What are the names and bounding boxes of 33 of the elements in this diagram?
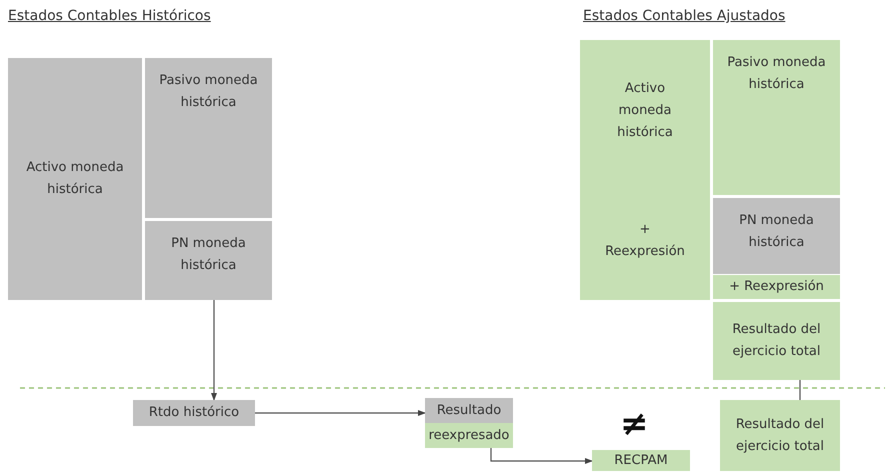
arrow [255, 410, 426, 416]
block-label: Pasivo moneda histórica [726, 54, 827, 94]
asset-block [8, 58, 142, 300]
block-label: Activo moneda histórica [616, 80, 674, 142]
block-label: Resultado [425, 398, 513, 423]
result-box [720, 400, 840, 471]
block-sublabel: + Reexpresión [604, 220, 686, 260]
asset-block [580, 40, 710, 300]
block-sublabel: reexpresado [425, 423, 513, 448]
not-equal-sign: ≠ [620, 404, 648, 444]
result-box [425, 398, 513, 448]
result-box [592, 450, 690, 471]
adjustment-block [713, 275, 840, 299]
block-label: Activo moneda histórica [25, 159, 125, 199]
block-label: PN moneda histórica [738, 212, 815, 252]
equity-block [713, 198, 840, 274]
result-block [713, 302, 840, 380]
equity-block [145, 221, 272, 300]
bracket-connector [799, 380, 801, 400]
block-label: Pasivo moneda histórica [158, 72, 259, 112]
block-label: Resultado del ejercicio total [731, 321, 822, 361]
block-label: Rtdo histórico [148, 404, 240, 422]
liability-block [145, 58, 272, 218]
block-label: RECPAM [614, 452, 668, 470]
section-heading: Estados Contables Históricos [8, 8, 211, 24]
section-heading: Estados Contables Ajustados [583, 8, 786, 24]
block-label: PN moneda histórica [170, 235, 247, 275]
arrow [211, 300, 217, 401]
block-label: + Reexpresión [729, 278, 824, 296]
arrow [490, 448, 593, 464]
block-label: Resultado del ejercicio total [734, 416, 826, 456]
liability-block [713, 40, 840, 195]
result-box [133, 400, 255, 426]
